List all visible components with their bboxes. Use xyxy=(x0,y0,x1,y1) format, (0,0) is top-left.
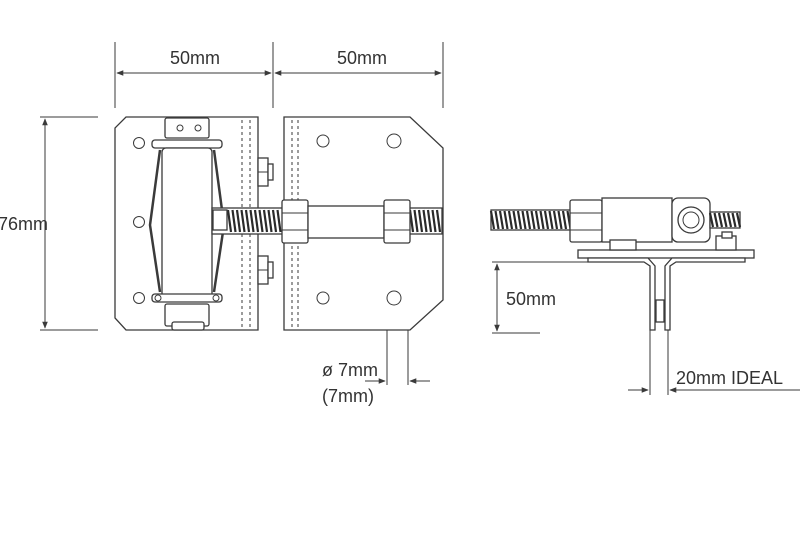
right-width-label: 50mm xyxy=(337,48,387,68)
spring-barrel xyxy=(148,117,226,331)
tension-rod-front xyxy=(211,199,443,244)
hole-diameter-alt-label: (7mm) xyxy=(322,386,374,406)
hole-diameter-label: ø 7mm xyxy=(322,360,378,380)
side-view xyxy=(489,197,755,331)
side-height-label: 50mm xyxy=(506,289,556,309)
height-label: 76mm xyxy=(0,214,48,234)
dimension-labels: 50mm 50mm 76mm ø 7mm (7mm) 50mm 20mm IDE… xyxy=(0,48,783,406)
gap-label: 20mm IDEAL xyxy=(676,368,783,388)
left-width-label: 50mm xyxy=(170,48,220,68)
plate-bolts xyxy=(257,157,274,285)
